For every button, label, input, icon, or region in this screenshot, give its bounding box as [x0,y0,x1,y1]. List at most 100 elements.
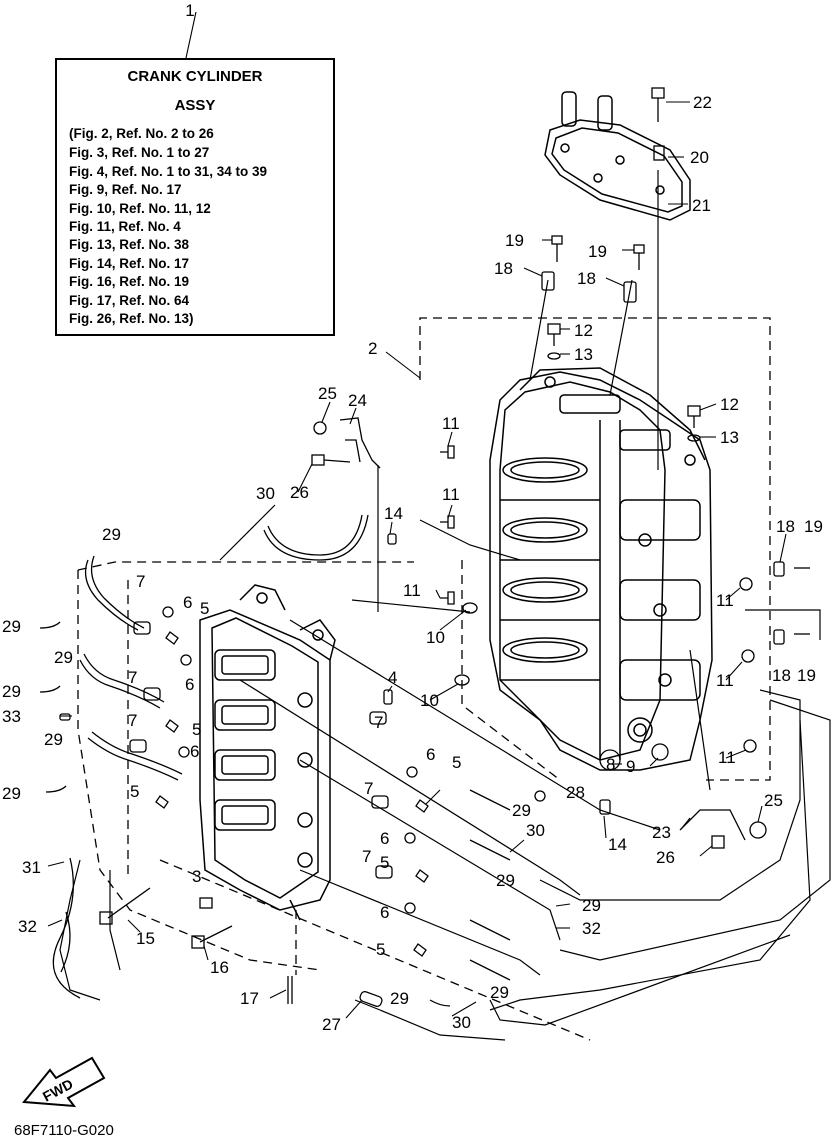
assembly-subtitle: ASSY [174,97,216,114]
callout-30: 30 [526,821,545,840]
callout-29: 29 [496,871,515,890]
assembly-ref-line: Fig. 10, Ref. No. 11, 12 [69,201,211,216]
callout-19: 19 [505,231,524,250]
callout-25: 25 [318,384,337,403]
callout-12: 12 [574,321,593,340]
assembly-ref-line: Fig. 16, Ref. No. 19 [69,274,190,289]
callout-27: 27 [322,1015,341,1034]
callout-26: 26 [290,483,309,502]
cylinder-block [199,584,336,921]
callout-11: 11 [718,748,736,767]
callout-14: 14 [384,504,403,523]
callout-leaders [47,11,787,1019]
assembly-info-box: CRANK CYLINDER ASSY (Fig. 2, Ref. No. 2 … [55,58,335,336]
callout-7: 7 [364,779,373,798]
callout-13: 13 [720,428,739,447]
callout-3: 3 [192,867,201,886]
callout-22: 22 [693,93,712,112]
callout-4: 4 [388,668,397,687]
callout-29: 29 [44,730,63,749]
callout-29: 29 [54,648,73,667]
callout-30: 30 [256,484,275,503]
callout-25: 25 [764,791,783,810]
callout-7: 7 [128,711,137,730]
callout-18: 18 [776,517,795,536]
callout-2: 2 [368,339,377,358]
hoses-29 [39,555,511,1007]
callout-16: 16 [210,958,229,977]
crankcase-block [489,367,713,771]
callout-5: 5 [200,599,209,618]
callout-7: 7 [374,713,383,732]
callout-29: 29 [512,801,531,820]
assembly-title: CRANK CYLINDER [127,68,263,85]
assembly-ref-line: Fig. 3, Ref. No. 1 to 27 [69,145,210,160]
callout-28: 28 [566,783,585,802]
callout-33: 33 [2,707,21,726]
callout-24: 24 [348,391,367,410]
callout-31: 31 [22,858,41,877]
assembly-ref-line: Fig. 11, Ref. No. 4 [69,219,181,234]
assembly-ref-line: Fig. 13, Ref. No. 38 [69,237,190,252]
callout-29: 29 [2,682,21,701]
assembly-ref-line: Fig. 17, Ref. No. 64 [69,293,190,308]
callout-5: 5 [192,720,201,739]
callout-32: 32 [582,919,601,938]
assembly-ref-line: Fig. 9, Ref. No. 17 [69,182,182,197]
callout-29: 29 [582,896,601,915]
callout-18: 18 [494,259,513,278]
head-cover-gasket [544,91,691,221]
callout-23: 23 [652,823,671,842]
callout-7: 7 [362,847,371,866]
callout-18: 18 [772,666,791,685]
assembly-ref-line: (Fig. 2, Ref. No. 2 to 26 [69,126,214,141]
callout-5: 5 [130,782,139,801]
callout-10: 10 [420,691,439,710]
dashed-group-frames [77,317,771,1041]
callout-19: 19 [588,242,607,261]
callout-12: 12 [720,395,739,414]
callout-19: 19 [797,666,816,685]
callout-11: 11 [442,414,460,433]
callout-6: 6 [380,903,389,922]
callout-11: 11 [716,671,734,690]
callout-29: 29 [102,525,121,544]
callout-29: 29 [2,784,21,803]
callout-1: 1 [185,1,194,20]
callout-9: 9 [626,757,635,776]
callout-29: 29 [390,989,409,1008]
callout-32: 32 [18,917,37,936]
callout-14: 14 [608,835,627,854]
callout-6: 6 [183,593,192,612]
callout-10: 10 [426,628,445,647]
callout-5: 5 [376,940,385,959]
hardware-parts [52,87,810,1007]
callout-13: 13 [574,345,593,364]
callout-30: 30 [452,1013,471,1032]
diagram-code: 68F7110-G020 [14,1122,114,1139]
callout-6: 6 [190,742,199,761]
callout-29: 29 [490,983,509,1002]
callout-29: 29 [2,617,21,636]
callout-17: 17 [240,989,259,1008]
callout-20: 20 [690,148,709,167]
callout-7: 7 [136,572,145,591]
callout-18: 18 [577,269,596,288]
callout-7: 7 [128,668,137,687]
callout-15: 15 [136,929,155,948]
fwd-arrow-icon: FWD [22,1056,106,1108]
callout-19: 19 [804,517,823,536]
assembly-ref-line: Fig. 4, Ref. No. 1 to 31, 34 to 39 [69,164,268,179]
callout-5: 5 [452,753,461,772]
callout-26: 26 [656,848,675,867]
callout-21: 21 [692,196,711,215]
callout-11: 11 [716,591,734,610]
callout-6: 6 [185,675,194,694]
clamps-and-connectors [129,606,429,957]
assembly-ref-line: Fig. 14, Ref. No. 17 [69,256,190,271]
callout-6: 6 [380,829,389,848]
callout-11: 11 [403,581,421,600]
callout-11: 11 [442,485,460,504]
callout-6: 6 [426,745,435,764]
